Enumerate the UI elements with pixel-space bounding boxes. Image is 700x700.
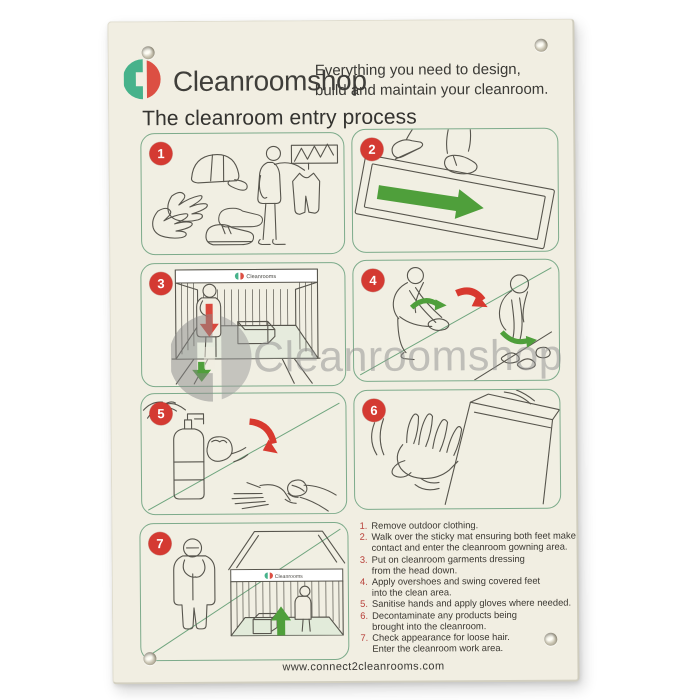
step-badge-7: 7 bbox=[148, 532, 172, 556]
screw-hole-top-left bbox=[141, 46, 155, 60]
cleanrooms-mini-logo-icon bbox=[264, 572, 273, 579]
red-curved-arrow-icon bbox=[249, 418, 278, 454]
tagline-line-1: Everything you need to design, bbox=[314, 60, 521, 80]
step-badge-2: 2 bbox=[360, 137, 384, 161]
panel-step-7: 7 bbox=[139, 521, 350, 662]
tagline-line-2: build and maintain your cleanroom. bbox=[314, 80, 549, 100]
green-curved-arrow-right-icon bbox=[499, 330, 537, 348]
step-badge-3: 3 bbox=[149, 272, 173, 296]
brand-tagline: Everything you need to design, build and… bbox=[315, 60, 549, 101]
rack-zigzag bbox=[293, 143, 335, 162]
step-badge-5: 5 bbox=[149, 402, 173, 426]
green-up-arrow-icon bbox=[271, 606, 292, 636]
illustration-apply-overshoes bbox=[359, 267, 553, 381]
red-curved-arrow-icon bbox=[455, 287, 488, 308]
screw-hole-top-right bbox=[534, 38, 548, 52]
sign-plate: Cleanroomshop Everything you need to des… bbox=[107, 18, 580, 685]
list-item: 2.Walk over the sticky mat ensuring both… bbox=[359, 529, 576, 554]
list-item: 4.Apply overshoes and swing covered feet… bbox=[359, 574, 541, 599]
step-badge-1: 1 bbox=[149, 142, 173, 166]
panel-step-3: 3 bbox=[140, 261, 347, 388]
screw-hole-bottom-right bbox=[544, 632, 558, 646]
illustration-wipe-product bbox=[371, 389, 561, 505]
screw-hole-bottom-left bbox=[143, 652, 157, 666]
green-curved-arrow-left-icon bbox=[409, 298, 447, 311]
cleanrooms-mini-logo-icon bbox=[234, 272, 244, 280]
panel-step-4: 4 bbox=[352, 258, 561, 382]
cleanrooms-banner-label: Cleanrooms bbox=[246, 274, 276, 280]
illustration-enter-cleanroom: Cleanrooms bbox=[151, 528, 346, 655]
page-title: The cleanroom entry process bbox=[142, 105, 417, 131]
panel-step-1: 1 bbox=[140, 131, 346, 256]
green-arrow-icon bbox=[376, 185, 484, 219]
step-badge-4: 4 bbox=[361, 268, 385, 292]
illustration-remove-outdoor-clothing bbox=[150, 143, 339, 246]
step-badge-6: 6 bbox=[362, 398, 386, 422]
illustration-sticky-mat bbox=[354, 128, 555, 250]
website-url: www.connect2cleanrooms.com bbox=[282, 660, 445, 674]
cleanroomshop-logo-icon bbox=[123, 59, 161, 100]
panel-step-5: 5 bbox=[140, 391, 348, 516]
illustration-sanitise-hands bbox=[142, 401, 340, 512]
panel-step-6: 6 bbox=[353, 388, 562, 510]
cleanrooms-banner-label: Cleanrooms bbox=[275, 574, 303, 580]
green-down-arrow-icon bbox=[192, 361, 212, 382]
panel-step-2: 2 bbox=[351, 127, 560, 253]
